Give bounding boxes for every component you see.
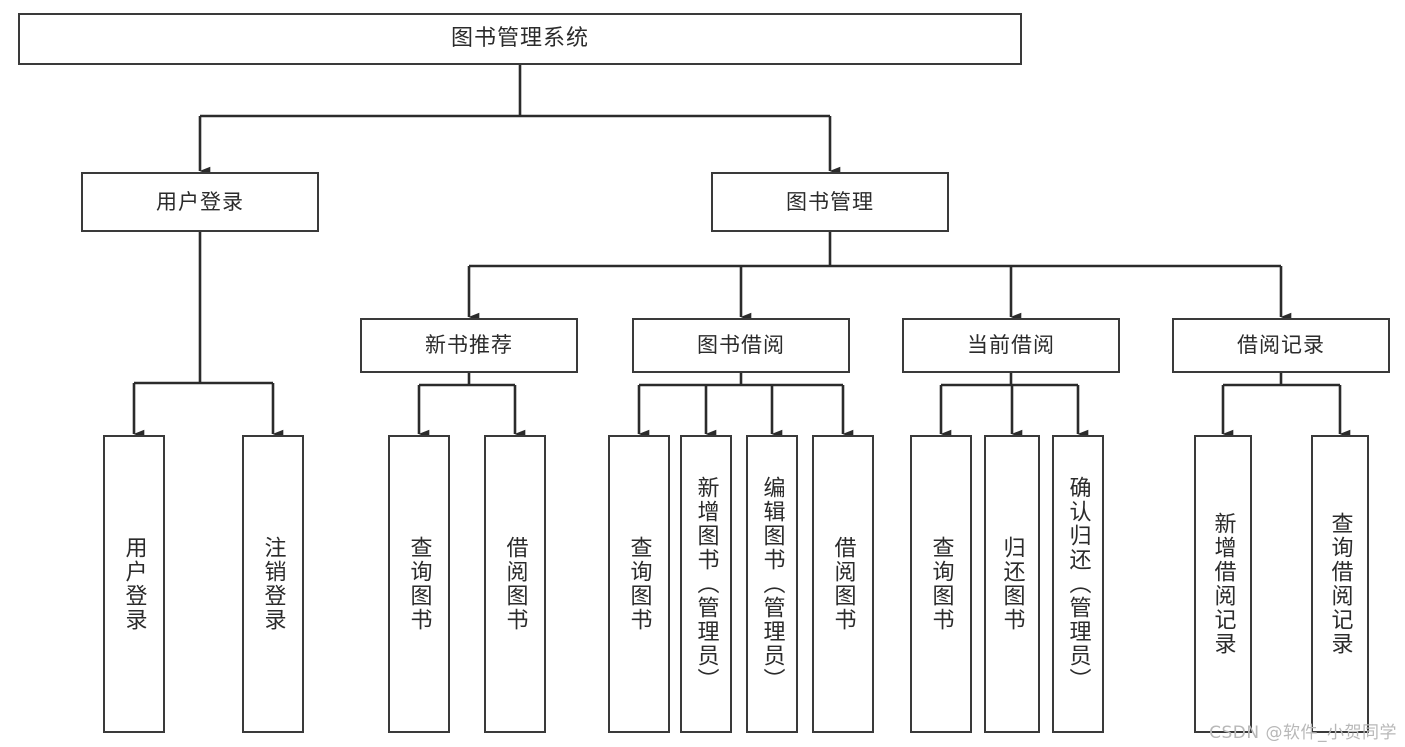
node-leaf-re-query[interactable]: 查询借阅记录 <box>1311 435 1369 733</box>
node-leaf-cu-confirm[interactable]: 确认归还（管理员） <box>1052 435 1104 733</box>
node-bookmgmt[interactable]: 图书管理 <box>711 172 949 232</box>
node-label: 查询图书 <box>406 536 432 632</box>
node-label: 新增图书（管理员） <box>693 476 719 692</box>
node-leaf-bo-query[interactable]: 查询图书 <box>608 435 670 733</box>
node-label: 新增借阅记录 <box>1210 512 1236 656</box>
node-label: 借阅图书 <box>830 536 856 632</box>
node-leaf-bo-borrow[interactable]: 借阅图书 <box>812 435 874 733</box>
node-leaf-user-login[interactable]: 用户登录 <box>103 435 165 733</box>
node-records[interactable]: 借阅记录 <box>1172 318 1390 373</box>
node-newbook[interactable]: 新书推荐 <box>360 318 578 373</box>
node-label: 用户登录 <box>156 189 244 214</box>
node-label: 图书管理系统 <box>450 26 589 52</box>
node-leaf-nb-query[interactable]: 查询图书 <box>388 435 450 733</box>
node-label: 查询图书 <box>928 536 954 632</box>
node-label: 归还图书 <box>999 536 1025 632</box>
node-label: 当前借阅 <box>967 333 1055 358</box>
node-borrow[interactable]: 图书借阅 <box>632 318 850 373</box>
node-leaf-cu-query[interactable]: 查询图书 <box>910 435 972 733</box>
node-label: 借阅记录 <box>1237 333 1325 358</box>
node-current[interactable]: 当前借阅 <box>902 318 1120 373</box>
node-label: 查询图书 <box>626 536 652 632</box>
node-leaf-re-add[interactable]: 新增借阅记录 <box>1194 435 1252 733</box>
node-label: 新书推荐 <box>425 333 513 358</box>
node-label: 确认归还（管理员） <box>1065 476 1091 692</box>
node-root[interactable]: 图书管理系统 <box>18 13 1022 65</box>
node-leaf-user-logout[interactable]: 注销登录 <box>242 435 304 733</box>
connector-lines <box>132 65 1351 439</box>
node-leaf-cu-return[interactable]: 归还图书 <box>984 435 1040 733</box>
node-label: 查询借阅记录 <box>1327 512 1353 656</box>
node-label: 编辑图书（管理员） <box>759 476 785 692</box>
node-label: 借阅图书 <box>502 536 528 632</box>
node-leaf-bo-add[interactable]: 新增图书（管理员） <box>680 435 732 733</box>
node-label: 用户登录 <box>121 536 147 632</box>
node-label: 注销登录 <box>260 536 286 632</box>
node-leaf-nb-borrow[interactable]: 借阅图书 <box>484 435 546 733</box>
node-leaf-bo-edit[interactable]: 编辑图书（管理员） <box>746 435 798 733</box>
node-label: 图书管理 <box>786 189 874 214</box>
node-login[interactable]: 用户登录 <box>81 172 319 232</box>
node-label: 图书借阅 <box>697 333 785 358</box>
